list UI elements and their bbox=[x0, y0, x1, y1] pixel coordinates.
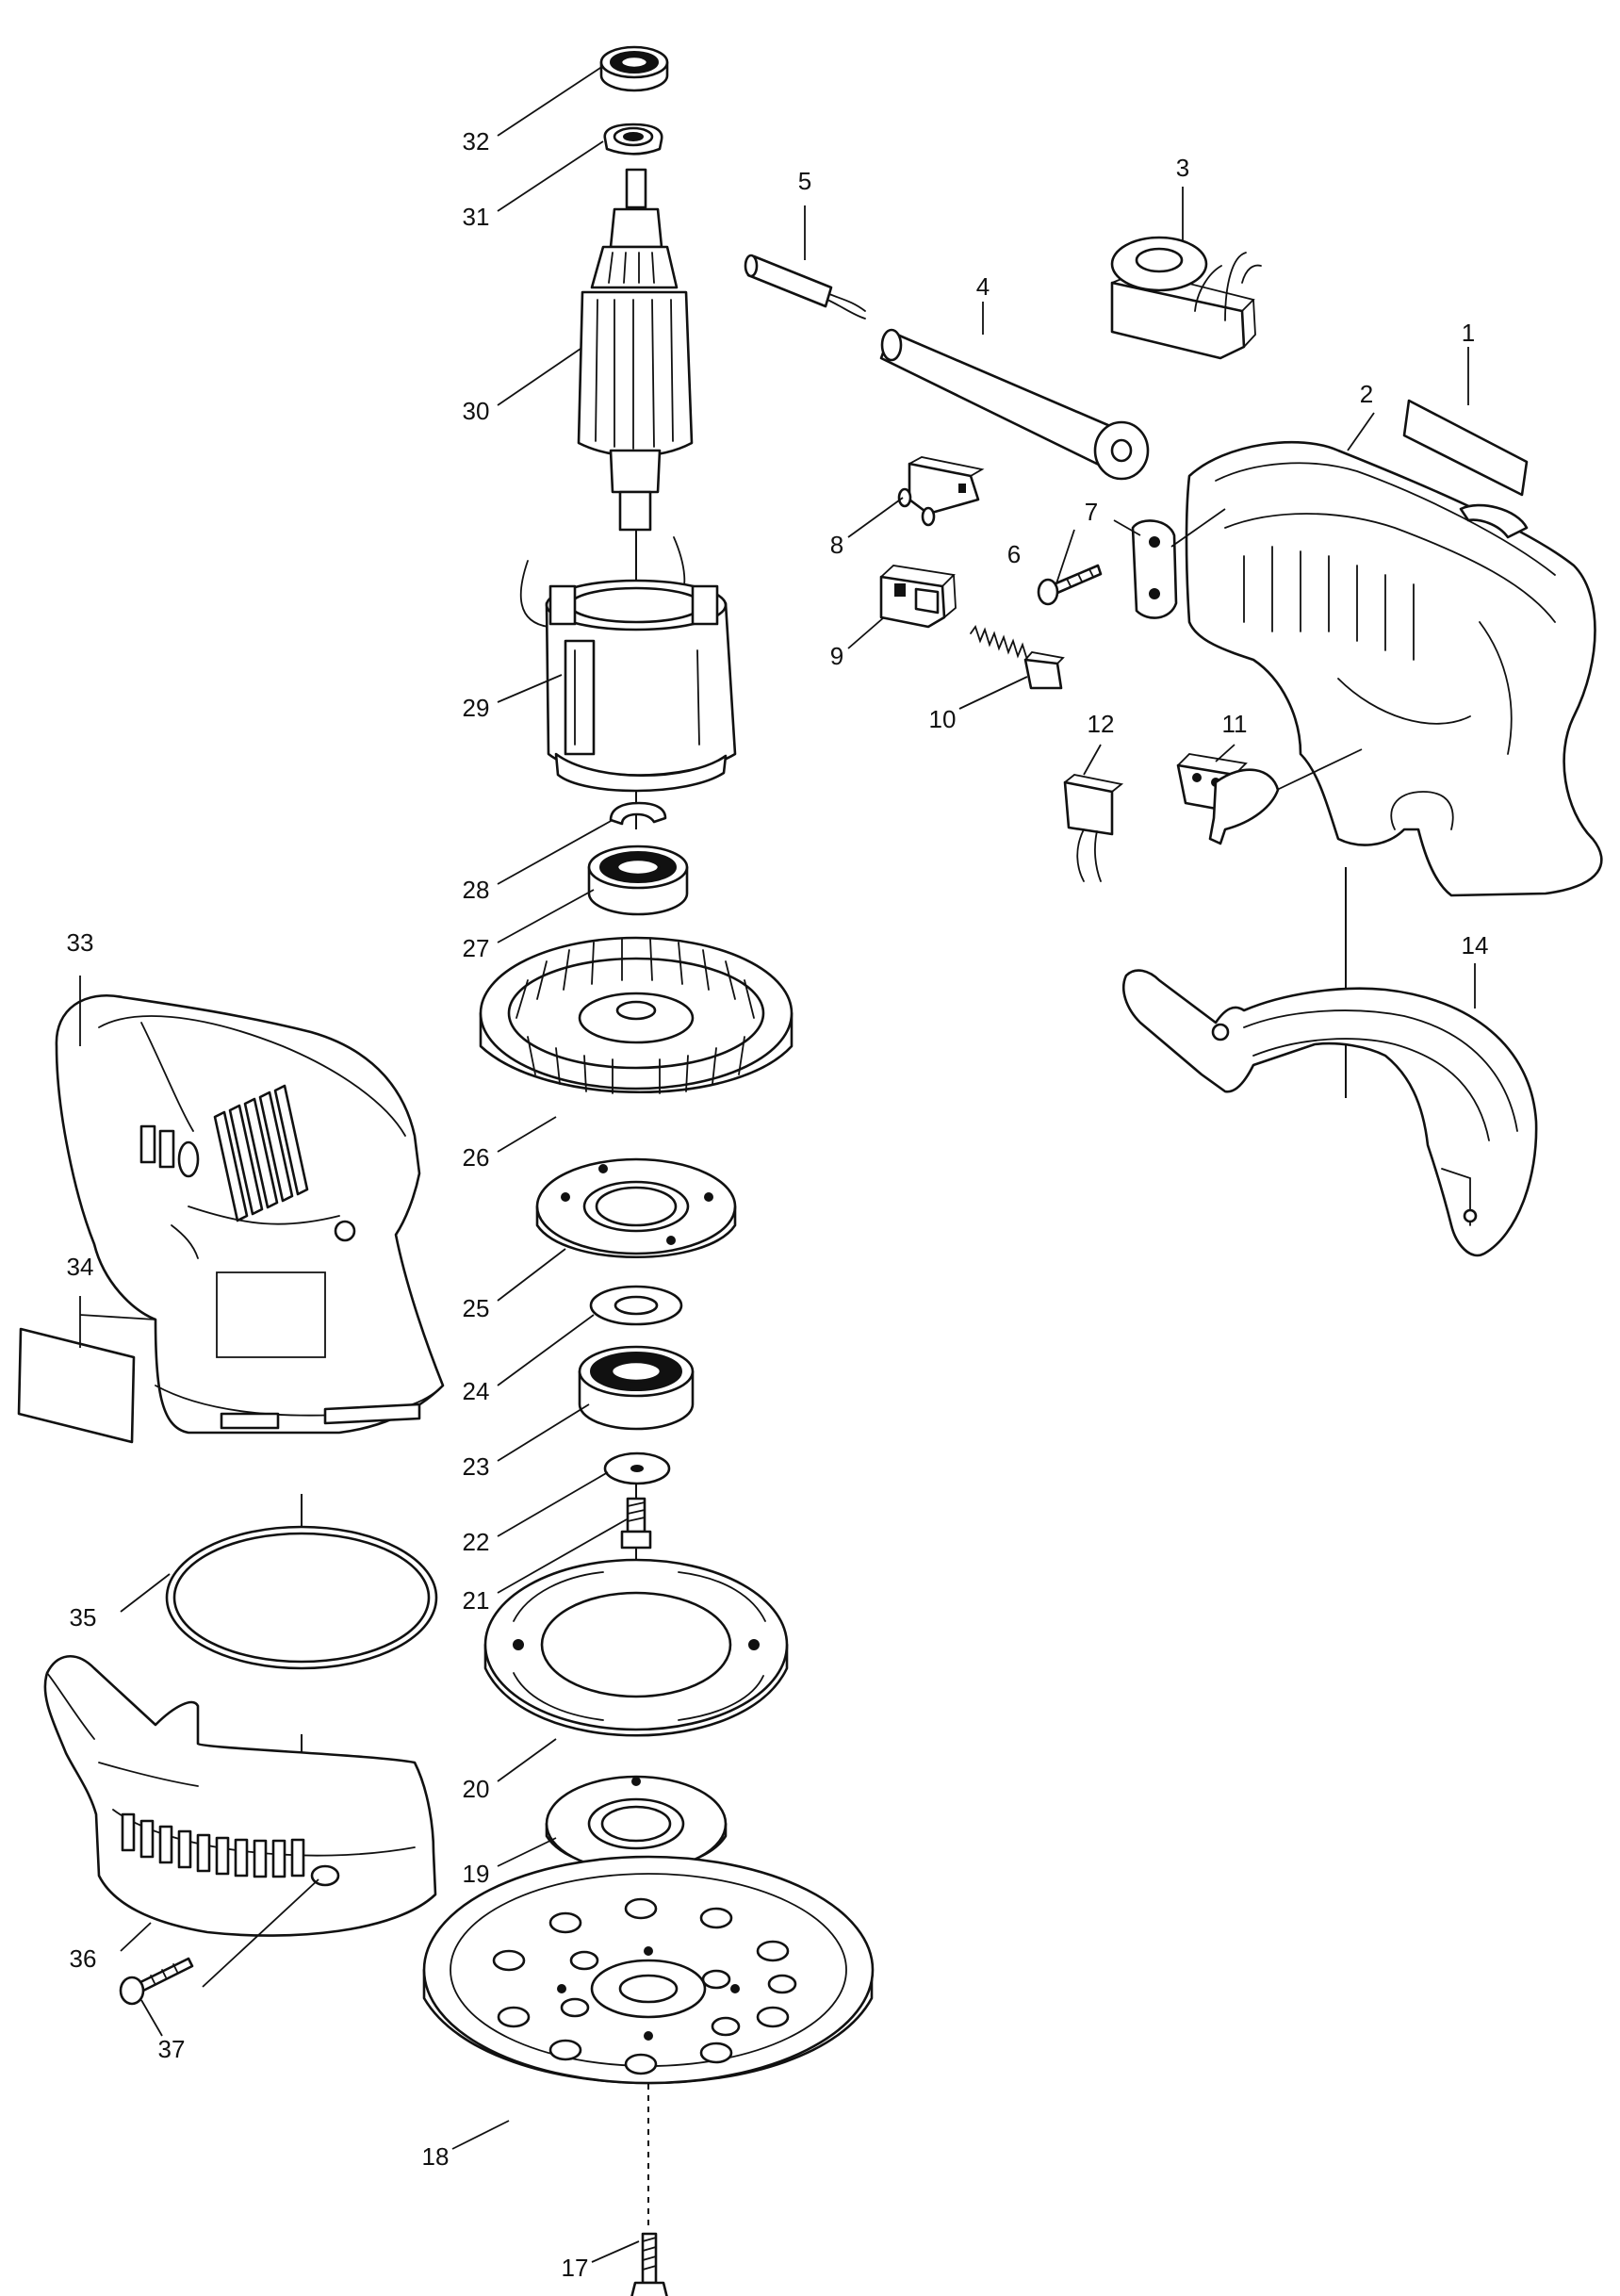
callout-3: 3 bbox=[1176, 154, 1189, 182]
part-24-flat-washer bbox=[589, 1285, 683, 1326]
callout-11: 11 bbox=[1222, 710, 1248, 738]
part-34-label bbox=[17, 1327, 136, 1444]
part-10-carbon-brush bbox=[970, 625, 1065, 690]
callout-6: 6 bbox=[1007, 540, 1021, 568]
callout-10: 10 bbox=[929, 705, 957, 733]
part-32-ball-bearing bbox=[599, 45, 669, 92]
callout-17: 17 bbox=[562, 2254, 589, 2282]
callout-27: 27 bbox=[463, 934, 490, 962]
part-31-insulation-washer bbox=[603, 123, 663, 156]
callout-5: 5 bbox=[798, 167, 811, 195]
callout-18: 18 bbox=[422, 2142, 450, 2171]
callout-14: 14 bbox=[1462, 931, 1489, 959]
part-35-o-ring bbox=[165, 1525, 438, 1670]
callout-23: 23 bbox=[463, 1452, 490, 1481]
part-3-noise-suppressor bbox=[1110, 236, 1262, 360]
part-22-washer bbox=[603, 1451, 671, 1485]
leader-lines bbox=[79, 65, 1476, 2263]
callout-31: 31 bbox=[463, 203, 490, 231]
part-37-tapping-screw bbox=[119, 1957, 194, 2006]
callout-22: 22 bbox=[463, 1528, 490, 1556]
part-17-pan-head-screw bbox=[630, 2232, 668, 2296]
callout-1: 1 bbox=[1462, 319, 1475, 347]
callout-36: 36 bbox=[70, 1944, 97, 1973]
callout-28: 28 bbox=[463, 876, 490, 904]
part-27-ball-bearing bbox=[587, 845, 689, 916]
callout-35: 35 bbox=[70, 1603, 97, 1632]
part-14-housing-cover bbox=[1121, 969, 1538, 1257]
callout-24: 24 bbox=[463, 1377, 490, 1405]
part-19-collar-plate bbox=[545, 1775, 728, 1873]
part-25-bearing-retainer bbox=[535, 1157, 737, 1258]
callout-19: 19 bbox=[463, 1860, 490, 1888]
callout-4: 4 bbox=[976, 272, 990, 301]
callout-labels: 1 2 3 4 5 6 7 8 9 10 11 12 14 17 18 19 2… bbox=[67, 127, 1489, 2282]
part-36-dust-cover bbox=[43, 1654, 437, 1937]
callout-8: 8 bbox=[830, 531, 843, 559]
part-8-terminal bbox=[897, 456, 985, 527]
callout-26: 26 bbox=[463, 1143, 490, 1172]
part-11-switch bbox=[1176, 753, 1280, 845]
part-6-tapping-screw bbox=[1037, 564, 1103, 606]
part-9-brush-holder bbox=[879, 565, 957, 629]
callout-12: 12 bbox=[1088, 710, 1115, 738]
part-1-name-plate bbox=[1402, 399, 1529, 497]
callout-7: 7 bbox=[1085, 498, 1098, 526]
callout-25: 25 bbox=[463, 1294, 490, 1322]
part-18-sanding-pad bbox=[422, 1855, 875, 2085]
part-26-fan bbox=[479, 936, 794, 1094]
part-4-strain-relief bbox=[879, 328, 1150, 481]
callout-2: 2 bbox=[1360, 380, 1373, 408]
part-23-ball-bearing bbox=[578, 1345, 695, 1431]
part-28-retaining-ring bbox=[609, 801, 667, 826]
part-12-capacitor bbox=[1063, 774, 1124, 882]
callout-21: 21 bbox=[463, 1586, 490, 1615]
callout-34: 34 bbox=[67, 1253, 94, 1281]
part-7-cord-clamp bbox=[1131, 519, 1178, 619]
callout-30: 30 bbox=[463, 397, 490, 425]
callout-33: 33 bbox=[67, 928, 94, 957]
part-5-power-cord bbox=[744, 254, 866, 320]
part-29-field-stator bbox=[519, 536, 737, 793]
part-33-motor-housing bbox=[55, 994, 445, 1435]
part-30-armature bbox=[577, 168, 694, 532]
callout-32: 32 bbox=[463, 127, 490, 156]
callout-29: 29 bbox=[463, 694, 490, 722]
part-20-bearing-plate bbox=[483, 1558, 789, 1737]
callout-37: 37 bbox=[158, 2035, 186, 2063]
callout-20: 20 bbox=[463, 1775, 490, 1803]
part-2-handle-housing bbox=[1185, 440, 1603, 897]
callout-9: 9 bbox=[830, 642, 843, 670]
part-21-hex-bolt bbox=[620, 1497, 652, 1550]
